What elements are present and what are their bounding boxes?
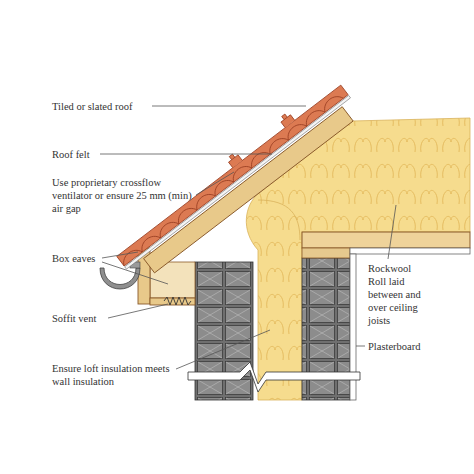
callout-label: Ensure loft insulation meets wall insula… (52, 362, 174, 388)
leader-line (102, 252, 138, 258)
callout-label: Use proprietary crossflow ventilator or … (52, 176, 202, 215)
tile-edge (156, 218, 179, 238)
tile-edge (138, 232, 161, 252)
leader-line (100, 154, 272, 155)
leader-line (356, 346, 365, 347)
insulation-roll-edge (258, 200, 300, 240)
wall-plate (302, 248, 350, 258)
callout-label: Rockwool Roll laid between and over ceil… (368, 262, 424, 327)
leader-line (196, 172, 234, 195)
tile-edge (321, 92, 344, 112)
callout-label: Box eaves (52, 252, 95, 265)
break-symbol (188, 362, 360, 392)
soffit-board (150, 298, 195, 305)
crossflow-ventilator (279, 112, 295, 128)
callout-label: Roof felt (52, 148, 90, 161)
leader-line (108, 304, 168, 318)
leader-line (152, 106, 306, 107)
soffit-vent (164, 297, 191, 305)
roof-tiles (117, 85, 348, 266)
leader-line (388, 205, 396, 259)
tile-edge (247, 148, 270, 168)
ceiling-plasterboard (350, 248, 470, 254)
tile-edge (302, 106, 325, 126)
tile-edge (193, 190, 216, 210)
gutter (100, 268, 140, 289)
leader-lines (100, 106, 396, 369)
leader-line (102, 262, 168, 284)
callout-label: Tiled or slated roof (52, 100, 132, 113)
ceiling-joist (302, 232, 470, 248)
tile-edge (120, 246, 143, 266)
callout-label: Plasterboard (368, 340, 421, 353)
leader-line (176, 330, 270, 369)
tile-edge (266, 134, 289, 154)
callout-label: Soffit vent (52, 312, 96, 325)
rafter (144, 107, 354, 273)
tile-edge (174, 204, 197, 224)
